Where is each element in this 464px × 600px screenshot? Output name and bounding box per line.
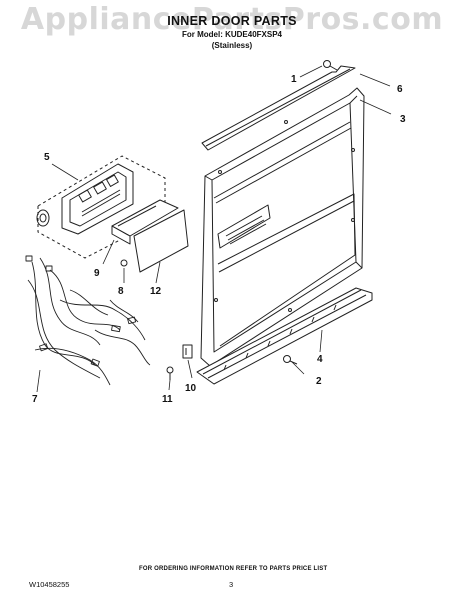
part-5-housing-knob	[36, 209, 50, 227]
callout-7: 7	[32, 394, 38, 405]
part-9-control-board	[111, 199, 179, 245]
document-code: W10458255	[29, 580, 70, 589]
callout-4: 4	[317, 354, 323, 365]
model-line: For Model: KUDE40FXSP4	[181, 30, 282, 39]
part-8-screw	[120, 259, 128, 267]
diagram-title: INNER DOOR PARTS	[167, 14, 297, 28]
callout-9: 9	[94, 268, 100, 279]
callout-11: 11	[162, 394, 173, 405]
part-3-inner-door-panel	[200, 87, 365, 367]
callout-12: 12	[150, 286, 162, 297]
leader-lines	[36, 65, 392, 393]
part-12-cover	[133, 209, 189, 273]
callout-5: 5	[44, 152, 50, 163]
callout-1: 1	[291, 74, 297, 85]
ordering-info: FOR ORDERING INFORMATION REFER TO PARTS …	[139, 566, 328, 572]
callout-labels: 1 2 3 4 5 6 7 8 9 10 11 12	[32, 74, 406, 405]
part-1-screw	[323, 60, 338, 71]
part-6-top-trim	[201, 65, 356, 151]
part-11-screw	[166, 366, 174, 380]
callout-2: 2	[316, 376, 322, 387]
part-4-bottom-trim	[196, 287, 373, 385]
part-5-control-housing	[61, 163, 134, 235]
page-number: 3	[229, 580, 234, 589]
part-7-wire-harness	[25, 255, 151, 386]
part-2-screw	[283, 355, 298, 365]
watermark: AppliancePartsPros.com	[20, 2, 444, 37]
part-10-clip	[182, 344, 193, 359]
callout-6: 6	[397, 84, 403, 95]
callout-8: 8	[118, 286, 124, 297]
variant-label: (Stainless)	[211, 41, 253, 50]
callout-10: 10	[185, 383, 197, 394]
callout-3: 3	[400, 114, 406, 125]
